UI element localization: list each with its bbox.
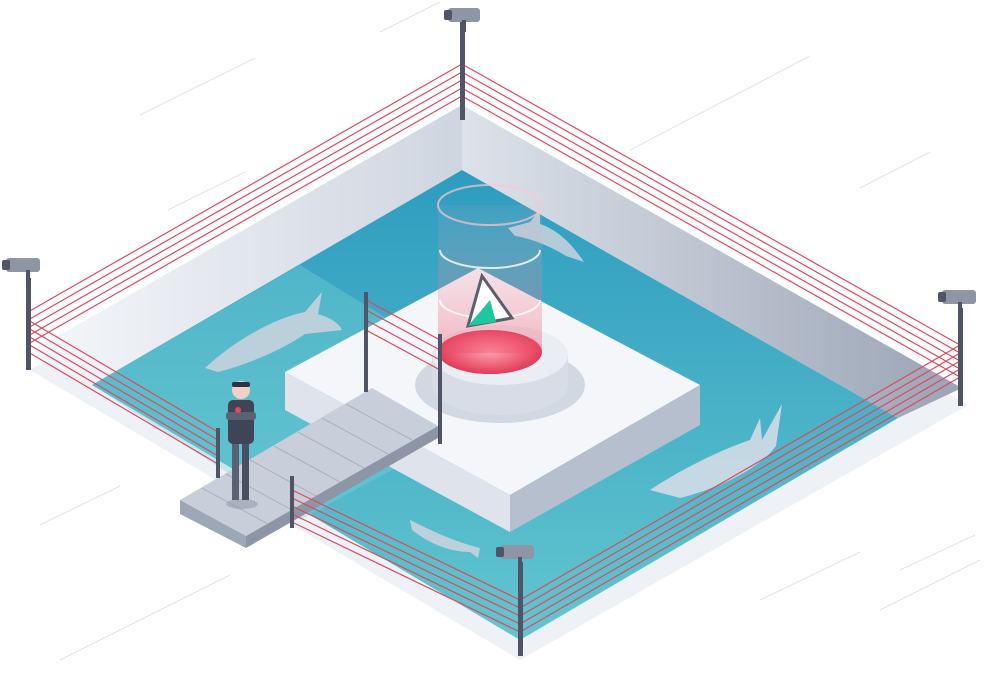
hologram-beam [437,184,543,353]
shark-icon [650,404,782,498]
guard-person-icon [226,381,258,509]
laser-fence [27,63,961,633]
security-camera-icon [2,258,40,282]
pool-wall-left [30,105,462,385]
fence-posts [26,20,963,656]
pool-wall-right [462,105,962,418]
security-camera-icon [496,545,534,569]
platform-side-right [510,385,700,532]
security-camera-icon [938,290,976,314]
background-streaks [39,1,981,661]
shark-icon [410,520,480,558]
shark-icon [205,292,342,372]
security-camera-icon [444,8,480,32]
triangle-gem-icon [465,272,515,328]
